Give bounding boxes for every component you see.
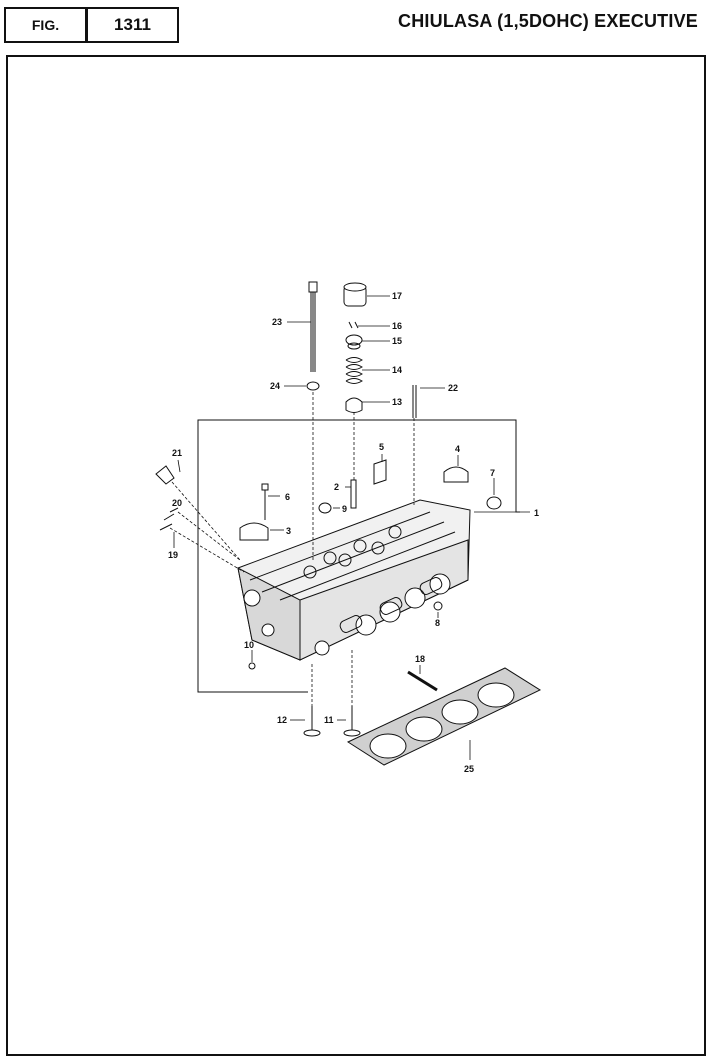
callout-12: 12 (277, 715, 287, 725)
callout-19: 19 (168, 550, 178, 560)
callout-1: 1 (534, 508, 539, 518)
callout-24: 24 (270, 381, 280, 391)
leader-lines (169, 295, 530, 760)
fig-number: 1311 (86, 7, 179, 43)
callout-13: 13 (392, 397, 402, 407)
callout-23: 23 (272, 317, 282, 327)
callout-3: 3 (286, 526, 291, 536)
callout-22: 22 (448, 383, 458, 393)
callout-17: 17 (392, 291, 402, 301)
callout-18: 18 (415, 654, 425, 664)
head-gasket (346, 667, 542, 766)
page-title: CHIULASA (1,5DOHC) EXECUTIVE (398, 11, 698, 31)
callout-15: 15 (392, 336, 402, 346)
callout-10: 10 (244, 640, 254, 650)
callout-20: 20 (172, 498, 182, 508)
valve-train-parts (155, 281, 502, 737)
callout-11: 11 (324, 715, 334, 725)
callout-16: 16 (392, 321, 402, 331)
callout-5: 5 (379, 442, 384, 452)
callout-2: 2 (334, 482, 339, 492)
callout-14: 14 (392, 365, 402, 375)
cylinder-head (237, 499, 471, 661)
callout-21: 21 (172, 448, 182, 458)
diagram-frame (6, 55, 706, 1056)
callout-labels: 1 2 3 4 5 6 7 8 9 10 11 12 13 14 15 16 1… (168, 291, 539, 774)
callout-6: 6 (285, 492, 290, 502)
callout-4: 4 (455, 444, 460, 454)
callout-9: 9 (342, 504, 347, 514)
callout-8: 8 (435, 618, 440, 628)
callout-7: 7 (490, 468, 495, 478)
callout-25: 25 (464, 764, 474, 774)
